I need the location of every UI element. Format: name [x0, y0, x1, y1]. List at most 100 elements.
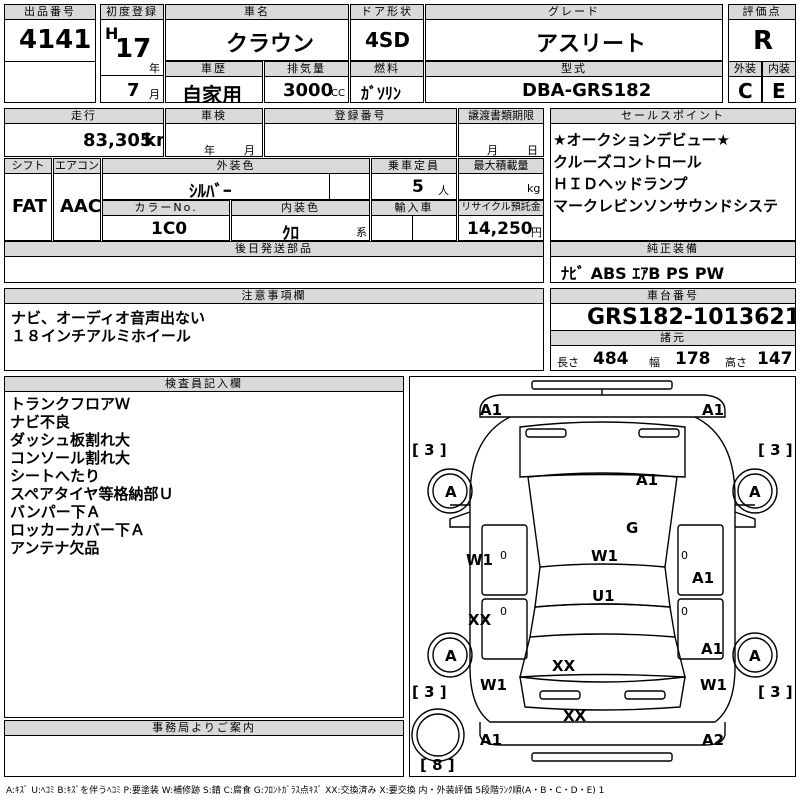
displacement-cell: 3000 CC	[264, 76, 349, 103]
mark-hood: A1	[636, 471, 659, 489]
inspector-line: シートへたり	[10, 467, 101, 485]
color-cell: ｼﾙﾊﾞｰ	[102, 173, 330, 200]
model-label: 型式	[425, 61, 723, 77]
interior-color-cell: ｸﾛ 系	[231, 215, 370, 241]
ac-cell: AAC	[53, 173, 101, 241]
mark-rear-bumper: XX	[563, 707, 587, 725]
interior-color: ｸﾛ	[282, 224, 299, 241]
inspector-line: コンソール割れ大	[10, 449, 131, 467]
sales-point-item: クルーズコントロール	[553, 153, 702, 171]
equipment-label: 純正装備	[550, 241, 796, 257]
seats-label: 乗車定員	[371, 158, 457, 174]
notes-list: ナビ、オーディオ音声出ない １８インチアルミホイール	[4, 303, 544, 371]
note-line: １８インチアルミホイール	[11, 327, 191, 345]
mileage-label: 走行	[4, 108, 164, 124]
recycle: 14,250	[467, 219, 533, 239]
inspection-year-unit: 年	[204, 144, 215, 157]
office-label: 事務局よりご案内	[4, 720, 404, 736]
door-type: 4SD	[365, 28, 410, 52]
displacement: 3000	[283, 80, 334, 101]
mileage-cell: 83,305 km	[4, 123, 164, 157]
reg-month: 7	[127, 80, 140, 101]
sales-points-list: ★オークションデビュー★ クルーズコントロール ＨＩＤヘッドランプ マークレビン…	[550, 123, 796, 241]
mark-fl-corner: A1	[480, 401, 503, 419]
grade-label: グレード	[425, 4, 723, 20]
length: 484	[593, 349, 629, 369]
mark-right-tire-badge: [ 3 ]	[758, 441, 793, 459]
interior-color-unit: 系	[356, 226, 367, 239]
mark-left-rear-door: XX	[468, 611, 492, 629]
max-load-cell: kg	[458, 173, 544, 200]
mark-roof-rear: U1	[592, 587, 615, 605]
import-label: 輸入車	[371, 200, 457, 216]
transfer-label: 譲渡書類期限	[458, 108, 544, 124]
ac-label: エアコン	[53, 158, 101, 174]
mark-rl-corner: A1	[480, 731, 503, 749]
inspector-line: ロッカーカバー下Ａ	[10, 521, 146, 539]
model: DBA-GRS182	[522, 80, 652, 101]
color-no: 1C0	[151, 219, 188, 239]
equipment: ﾅﾋﾞ ABS ｴｱB PS PW	[561, 264, 725, 283]
height: 147	[757, 349, 793, 369]
color-extra	[329, 173, 370, 200]
color-label: 外装色	[102, 158, 370, 174]
mark-left-front-door: W1	[466, 551, 493, 569]
dims-cell: 長さ 484 幅 178 高さ 147	[550, 345, 796, 371]
mark-left-tire-badge: [ 3 ]	[412, 441, 447, 459]
parts-label: 後日発送部品	[4, 241, 544, 257]
inspector-list: トランクフロアＷ ナビ不良 ダッシュ板割れ大 コンソール割れ大 シートへたり ス…	[4, 391, 404, 718]
interior-color-label: 内装色	[231, 200, 370, 216]
lot-number: 4141	[19, 25, 92, 55]
max-load-unit: kg	[527, 182, 541, 195]
car-name-label: 車名	[165, 4, 349, 20]
ext-score: C	[738, 79, 753, 103]
notes-label: 注意事項欄	[4, 288, 544, 304]
inspector-line: ナビ不良	[10, 413, 71, 431]
inspector-line: スペアタイヤ等格納部Ｕ	[10, 485, 174, 503]
import-cell-b	[412, 215, 457, 241]
max-load-label: 最大積載量	[458, 158, 544, 174]
import-cell-a	[371, 215, 413, 241]
inspector-line: ダッシュ板割れ大	[10, 431, 131, 449]
int-score: E	[772, 79, 786, 103]
history: 自家用	[182, 83, 242, 103]
mark-left-front-door-num: 0	[500, 549, 507, 562]
mark-right-rear-wheel: A	[749, 647, 761, 665]
sales-point-item: ＨＩＤヘッドランプ	[553, 175, 688, 193]
era: H	[105, 24, 119, 43]
inspector-line: バンパー下Ａ	[10, 503, 101, 521]
displacement-label: 排気量	[264, 61, 349, 77]
mark-windshield: G	[626, 519, 639, 537]
shift-label: シフト	[4, 158, 52, 174]
sales-points-label: セールスポイント	[550, 108, 796, 124]
int-cell: E	[762, 76, 796, 103]
mark-right-rear-door-num: 0	[681, 605, 688, 618]
mark-roof: W1	[591, 547, 618, 565]
car-name: クラウン	[226, 32, 315, 57]
model-cell: DBA-GRS182	[425, 76, 723, 103]
history-cell: 自家用	[165, 76, 263, 103]
equipment-cell: ﾅﾋﾞ ABS ｴｱB PS PW	[550, 256, 796, 283]
color: ｼﾙﾊﾞｰ	[189, 182, 232, 200]
parts-cell	[4, 256, 544, 283]
color-no-label: カラーNo.	[102, 200, 230, 216]
chassis-cell: GRS182-1013621	[550, 303, 796, 331]
ac: AAC	[60, 196, 101, 217]
first-reg-label: 初度登録	[100, 4, 164, 20]
mark-left-rear-door-num: 0	[500, 605, 507, 618]
fuel-label: 燃料	[350, 61, 424, 77]
seats: 5	[412, 177, 424, 197]
grade: アスリート	[536, 32, 647, 57]
transfer-day-unit: 日	[527, 144, 538, 157]
mark-right-front-wheel: A	[749, 483, 761, 501]
car-name-cell: クラウン	[165, 19, 349, 61]
width: 178	[675, 349, 711, 369]
mark-trunk: XX	[552, 657, 576, 675]
recycle-unit: 円	[531, 226, 542, 239]
year-unit: 年	[149, 62, 160, 75]
door-label: ドア形状	[350, 4, 424, 20]
sales-point-item: ★オークションデビュー★	[553, 131, 730, 149]
month-unit: 月	[149, 88, 160, 101]
note-line: ナビ、オーディオ音声出ない	[11, 309, 205, 327]
recycle-cell: 14,250 円	[458, 215, 544, 241]
